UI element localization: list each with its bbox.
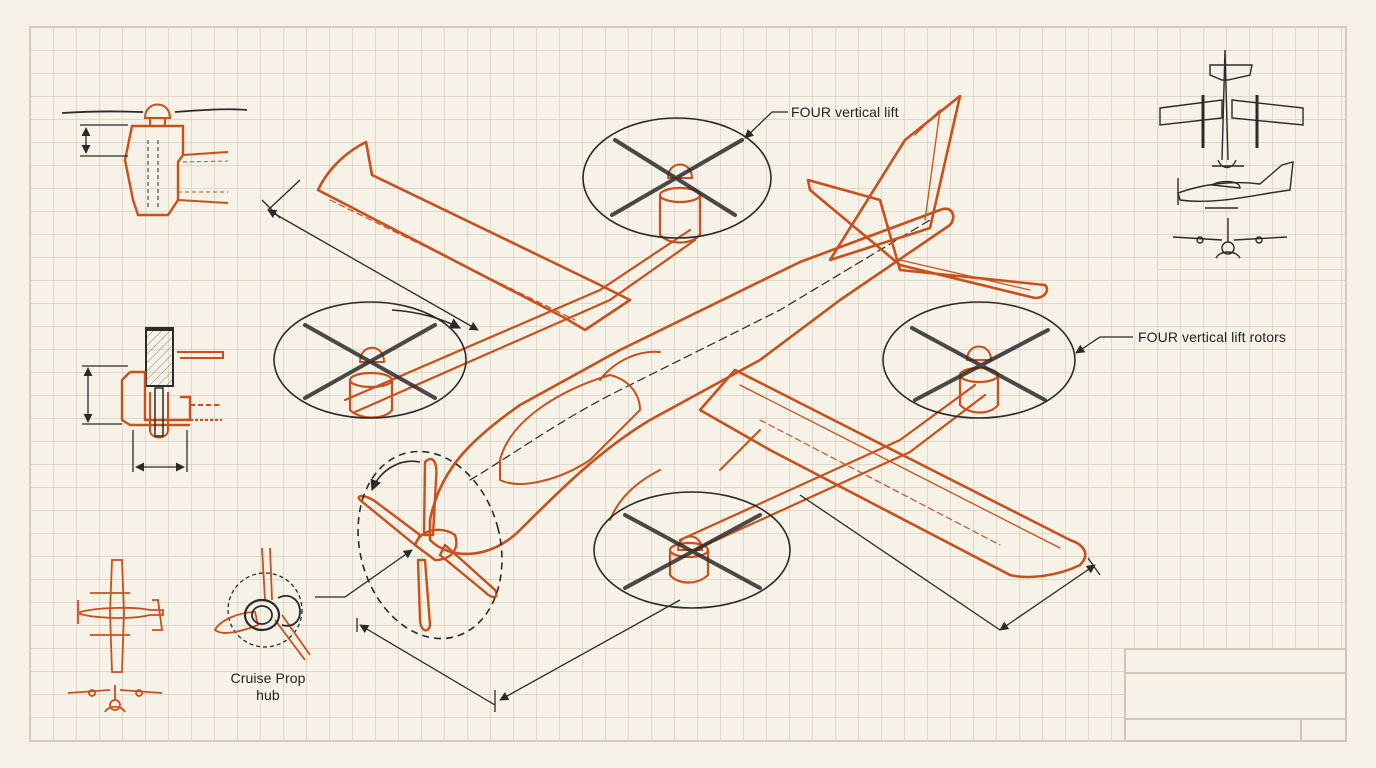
- three-view-drawings: [1159, 49, 1304, 259]
- cruise-propeller: [357, 457, 498, 632]
- title-block-row-1: [1126, 650, 1345, 674]
- lift-motor-nacelle: [348, 186, 1000, 584]
- dimension-lines: [261, 111, 1133, 712]
- title-block-cell-left: [1126, 720, 1302, 742]
- three-view-panel: [1157, 39, 1348, 270]
- callout-four-vertical-lift: FOUR vertical lift: [791, 104, 899, 120]
- title-block-row-2: [1126, 674, 1345, 720]
- callout-four-vertical-lift-rotors: FOUR vertical lift rotors: [1138, 329, 1286, 345]
- title-block: [1124, 648, 1347, 742]
- lift-rotor-discs: [273, 117, 1076, 640]
- title-block-cell-right: [1302, 720, 1347, 742]
- main-aircraft-isometric: [316, 94, 1087, 632]
- detail-cruise-prop-hub: [213, 547, 311, 661]
- detail-lift-motor-nacelle: [61, 103, 248, 217]
- cruise-prop-label-line1: Cruise Prop: [230, 670, 306, 686]
- detail-planform-top-view: [67, 559, 164, 713]
- callout-cruise-prop-hub: Cruise Prop hub: [218, 670, 318, 704]
- drawing-sheet: [29, 26, 1347, 742]
- detail-rotor-mount-section: [82, 327, 224, 472]
- cruise-prop-label-line2: hub: [256, 687, 280, 703]
